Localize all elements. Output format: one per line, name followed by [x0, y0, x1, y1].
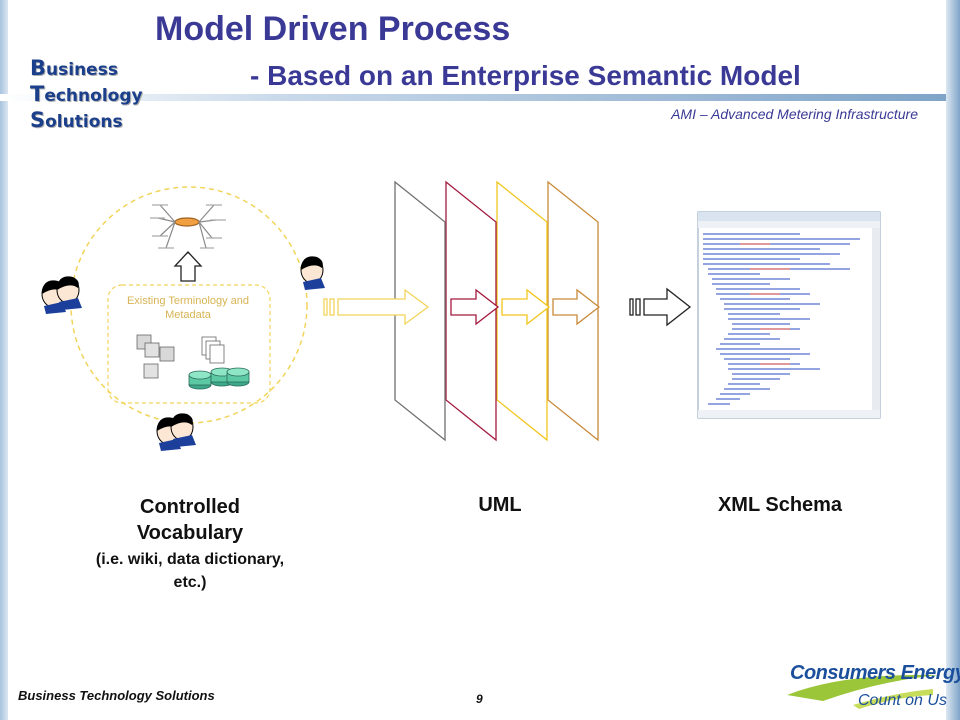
page-subtitle: - Based on an Enterprise Semantic Model [250, 60, 801, 91]
count-on-us-tagline: Count on Us [858, 692, 947, 709]
person-group-icon-bottom [156, 413, 196, 451]
person-icon-right [300, 256, 325, 290]
flow-arrow-orange [552, 288, 601, 326]
title-divider [0, 94, 946, 101]
database-icon [188, 367, 250, 390]
consumers-energy-swoosh-icon [787, 674, 939, 709]
left-accent-bar [0, 0, 8, 720]
right-accent-bar [946, 0, 960, 720]
page-title: Model Driven Process [155, 10, 511, 48]
mind-map-icon [150, 204, 226, 249]
up-arrow-icon [173, 251, 203, 282]
bts-logo: Business Technology Solutions [30, 56, 143, 132]
flow-arrow-yellow-2 [501, 288, 551, 326]
flow-arrow-black [629, 287, 692, 327]
documents-icon [136, 334, 225, 379]
flow-arrow-maroon [450, 288, 500, 326]
existing-terminology-box [107, 284, 271, 404]
flow-arrow-yellow [323, 288, 430, 326]
xml-schema-label: XML Schema [717, 494, 843, 516]
consumers-energy-logo: Consumers Energy [790, 662, 960, 684]
xml-schema-screenshot [697, 211, 881, 419]
footer-company: Business Technology Solutions [18, 688, 215, 703]
ami-caption: AMI – Advanced Metering Infrastructure [671, 106, 918, 122]
page-number: 9 [476, 692, 483, 706]
uml-label: UML [478, 494, 522, 516]
controlled-vocabulary-label: Controlled Vocabulary [136, 496, 244, 544]
person-group-icon-left [41, 276, 82, 314]
existing-terminology-label: Existing Terminology and Metadata [126, 295, 250, 321]
controlled-vocabulary-sublabel: (i.e. wiki, data dictionary, etc.) [95, 551, 285, 591]
